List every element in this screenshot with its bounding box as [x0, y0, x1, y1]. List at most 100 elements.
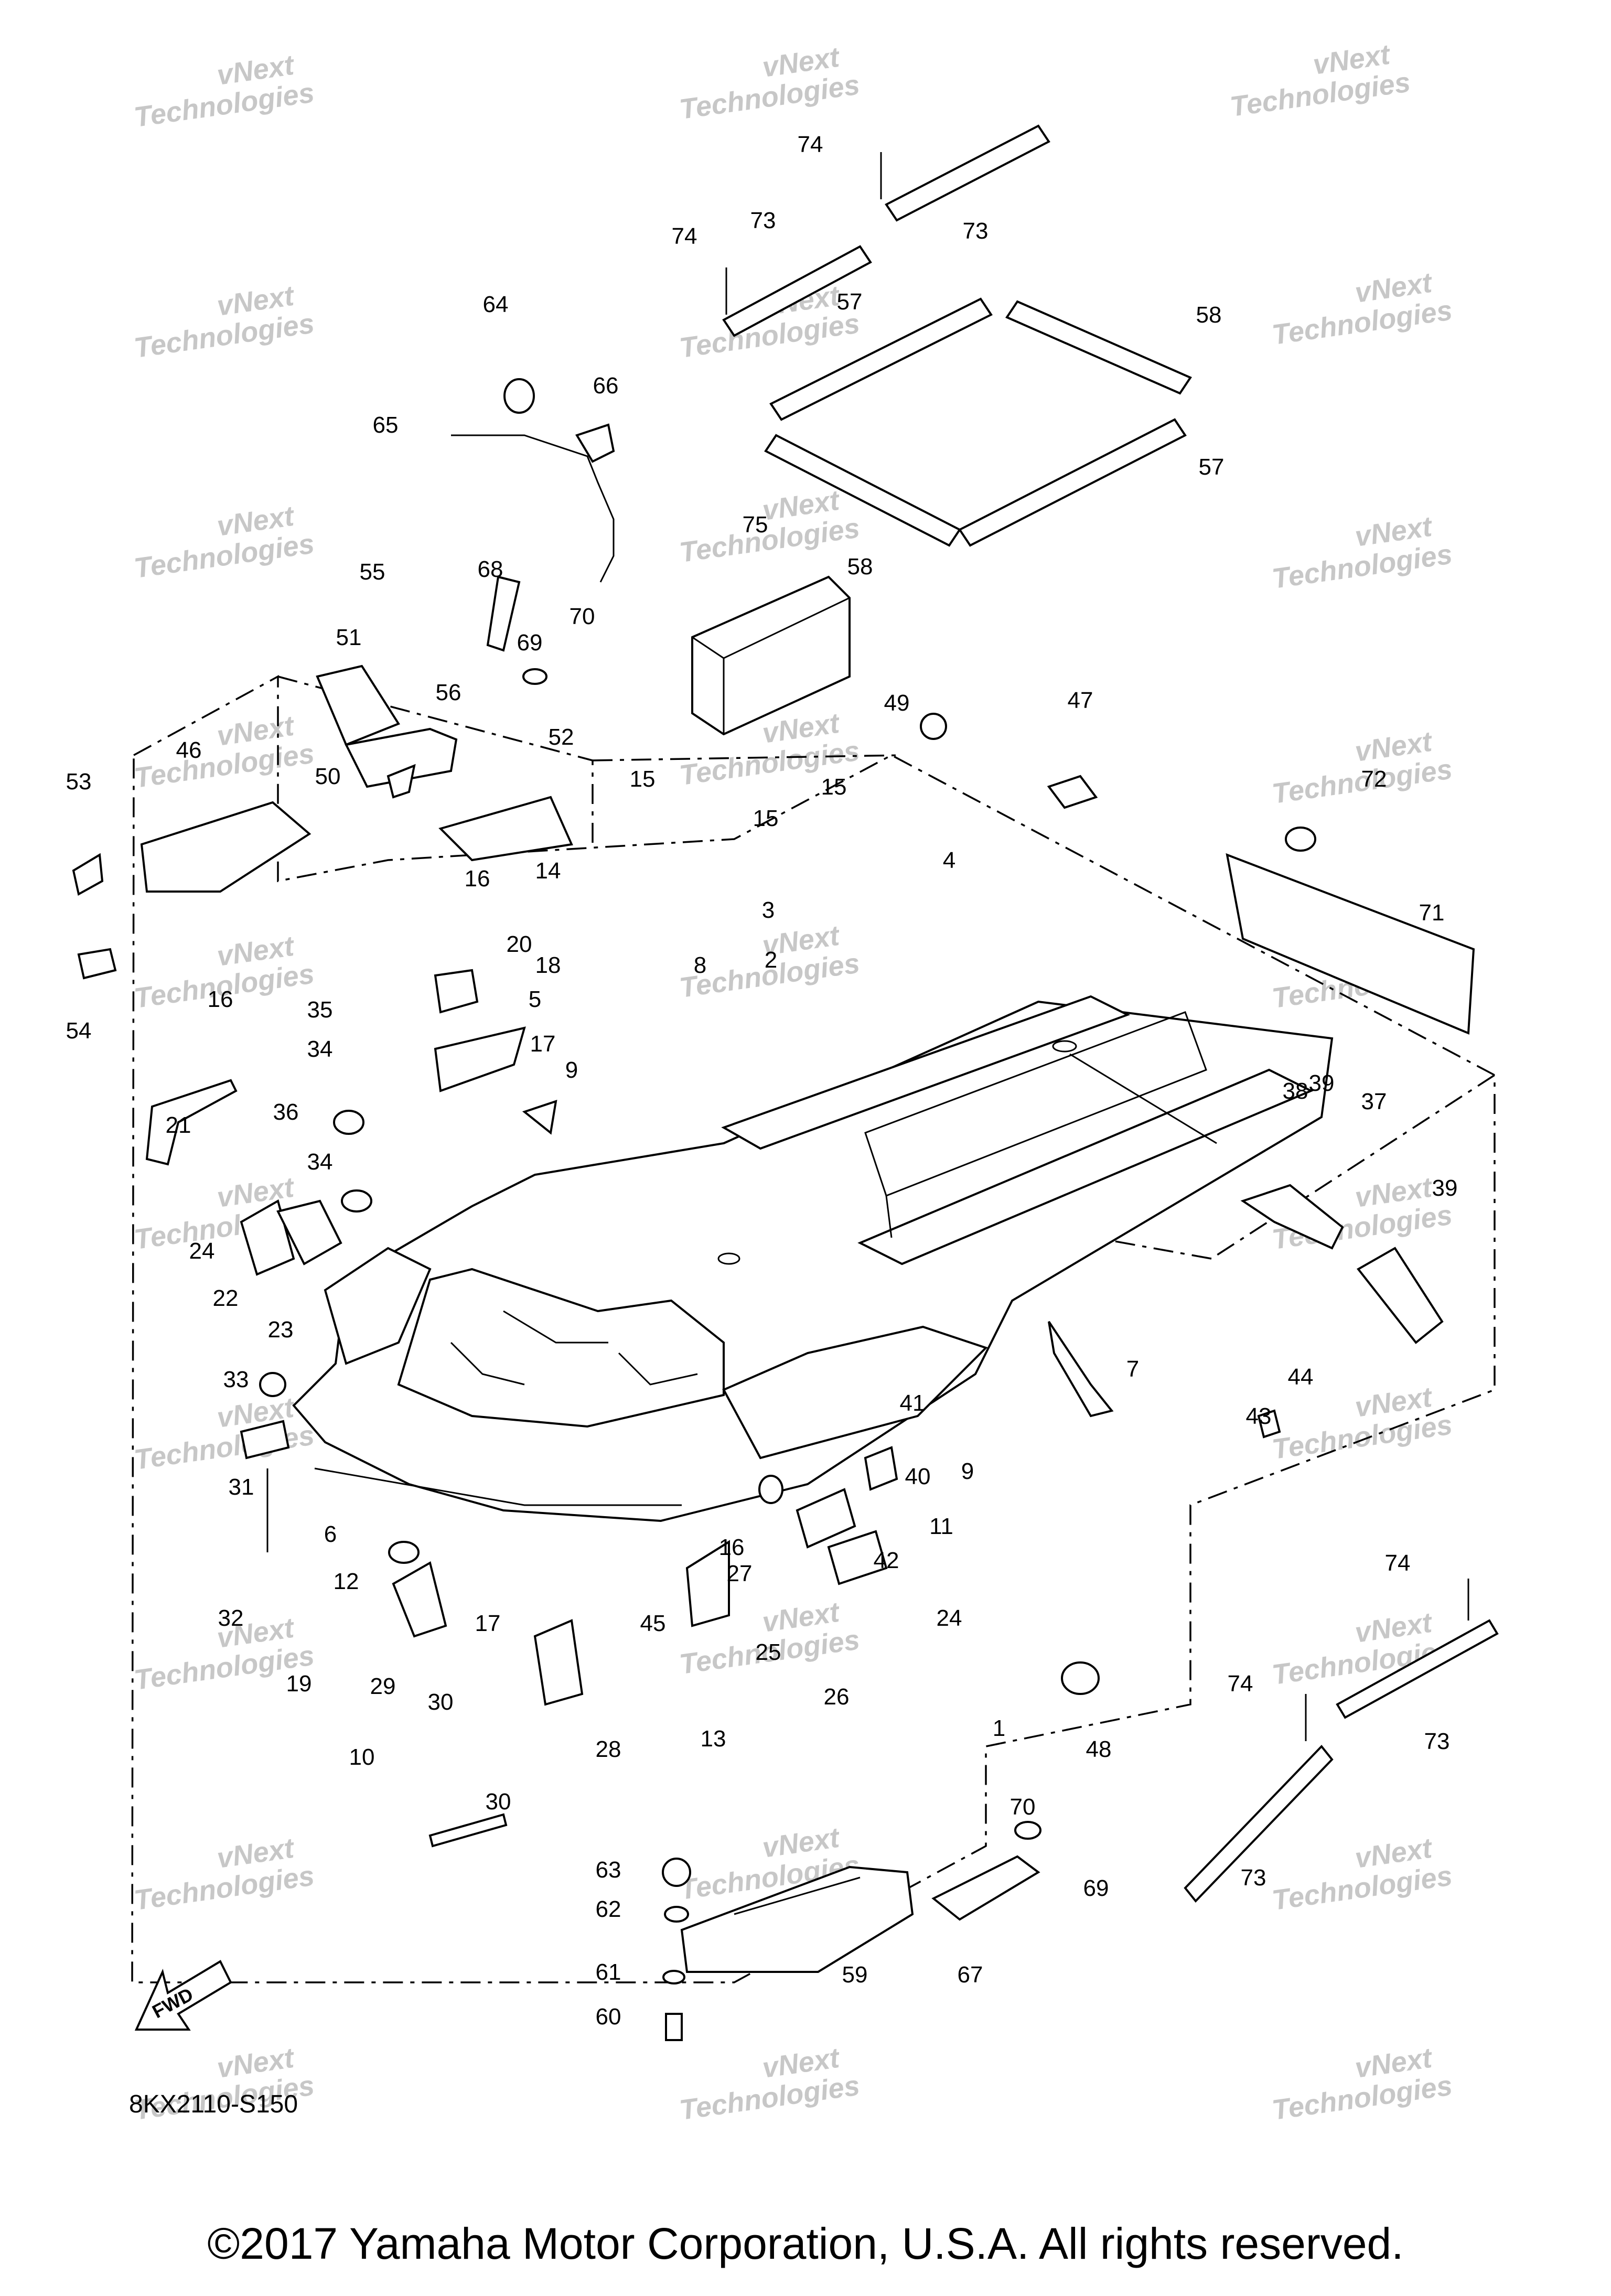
- callout-28: 28: [596, 1736, 621, 1762]
- callout-17: 17: [475, 1611, 501, 1636]
- callout-37: 37: [1361, 1089, 1387, 1114]
- right-side-brackets: [920, 713, 1475, 1439]
- callout-69: 69: [1083, 1875, 1109, 1901]
- callout-46: 46: [176, 737, 202, 763]
- callout-72: 72: [1361, 766, 1387, 792]
- callout-4: 4: [943, 847, 955, 873]
- box-part-75: [691, 575, 851, 736]
- callout-66: 66: [593, 373, 619, 399]
- callout-36: 36: [273, 1099, 299, 1125]
- callout-49: 49: [884, 690, 910, 716]
- callout-20: 20: [507, 931, 532, 957]
- callout-34: 34: [307, 1036, 333, 1062]
- callout-51: 51: [336, 625, 362, 650]
- callout-15: 15: [821, 774, 847, 800]
- callout-58: 58: [1196, 302, 1222, 328]
- callout-63: 63: [596, 1857, 621, 1883]
- callout-57: 57: [1199, 454, 1225, 480]
- callout-13: 13: [701, 1726, 726, 1752]
- callout-23: 23: [268, 1317, 294, 1343]
- callout-35: 35: [307, 997, 333, 1023]
- slide-bars: [764, 297, 1192, 547]
- callout-9: 9: [961, 1458, 974, 1484]
- lower-middle-parts: [388, 1321, 1114, 1848]
- rail-parts: [722, 124, 1499, 1903]
- callout-9: 9: [565, 1057, 578, 1083]
- callout-57: 57: [837, 289, 863, 315]
- callout-45: 45: [640, 1611, 666, 1636]
- callout-34: 34: [307, 1149, 333, 1175]
- callout-62: 62: [596, 1896, 621, 1922]
- callout-31: 31: [229, 1474, 254, 1500]
- callout-10: 10: [349, 1744, 375, 1770]
- callout-21: 21: [166, 1112, 191, 1138]
- callout-55: 55: [360, 559, 385, 585]
- callout-56: 56: [436, 680, 461, 705]
- callout-14: 14: [535, 858, 561, 884]
- callout-5: 5: [529, 986, 541, 1012]
- callout-32: 32: [218, 1605, 244, 1631]
- callout-39: 39: [1432, 1175, 1458, 1201]
- callout-65: 65: [373, 412, 399, 438]
- callout-3: 3: [762, 897, 775, 923]
- callout-69: 69: [517, 630, 543, 656]
- diagram-code: 8KX2110-S150: [129, 2090, 298, 2118]
- callout-64: 64: [483, 292, 509, 317]
- callout-12: 12: [334, 1569, 359, 1594]
- callout-26: 26: [824, 1684, 850, 1710]
- callout-52: 52: [549, 724, 574, 750]
- callout-74: 74: [1385, 1550, 1411, 1576]
- callout-25: 25: [756, 1639, 781, 1665]
- callout-8: 8: [694, 952, 706, 978]
- callout-73: 73: [750, 208, 776, 233]
- callout-30: 30: [486, 1789, 511, 1815]
- callout-40: 40: [905, 1464, 931, 1489]
- callout-24: 24: [937, 1605, 962, 1631]
- callout-47: 47: [1068, 688, 1093, 713]
- callout-75: 75: [743, 512, 768, 538]
- callout-61: 61: [596, 1959, 621, 1985]
- callout-16: 16: [465, 866, 490, 892]
- callout-29: 29: [370, 1673, 396, 1699]
- callout-71: 71: [1419, 900, 1445, 926]
- callout-50: 50: [315, 764, 341, 789]
- callout-74: 74: [672, 223, 697, 249]
- callout-54: 54: [66, 1018, 92, 1044]
- callout-70: 70: [1010, 1794, 1036, 1820]
- callout-2: 2: [765, 947, 777, 973]
- callout-layer: 1234567899101112131415151516161617171819…: [66, 132, 1458, 2030]
- upper-left-hardware: [72, 378, 615, 980]
- callout-11: 11: [929, 1514, 953, 1539]
- callout-6: 6: [324, 1521, 337, 1547]
- callout-27: 27: [727, 1561, 753, 1586]
- callout-38: 38: [1283, 1078, 1308, 1104]
- callout-73: 73: [963, 218, 989, 244]
- callout-42: 42: [874, 1548, 899, 1573]
- callout-16: 16: [208, 986, 233, 1012]
- callout-44: 44: [1288, 1364, 1314, 1390]
- callout-18: 18: [535, 952, 561, 978]
- callout-73: 73: [1424, 1729, 1450, 1754]
- callout-68: 68: [478, 556, 503, 582]
- callout-22: 22: [213, 1285, 239, 1311]
- callout-67: 67: [958, 1962, 983, 1988]
- callout-30: 30: [428, 1689, 454, 1715]
- callout-70: 70: [570, 604, 595, 629]
- callout-15: 15: [753, 806, 779, 831]
- callout-19: 19: [286, 1671, 312, 1697]
- callout-17: 17: [530, 1031, 556, 1057]
- callout-59: 59: [842, 1962, 868, 1988]
- callout-73: 73: [1241, 1865, 1266, 1891]
- callout-41: 41: [900, 1390, 926, 1416]
- callout-60: 60: [596, 2004, 621, 2030]
- fwd-arrow: FWD: [134, 1960, 232, 2031]
- chassis-frame: [292, 995, 1334, 1522]
- callout-15: 15: [630, 766, 656, 792]
- callout-74: 74: [1228, 1671, 1253, 1697]
- left-parts-cluster: [145, 969, 557, 1552]
- bottom-assembly: [662, 1821, 1041, 2041]
- callout-24: 24: [189, 1238, 215, 1264]
- callout-43: 43: [1246, 1403, 1272, 1429]
